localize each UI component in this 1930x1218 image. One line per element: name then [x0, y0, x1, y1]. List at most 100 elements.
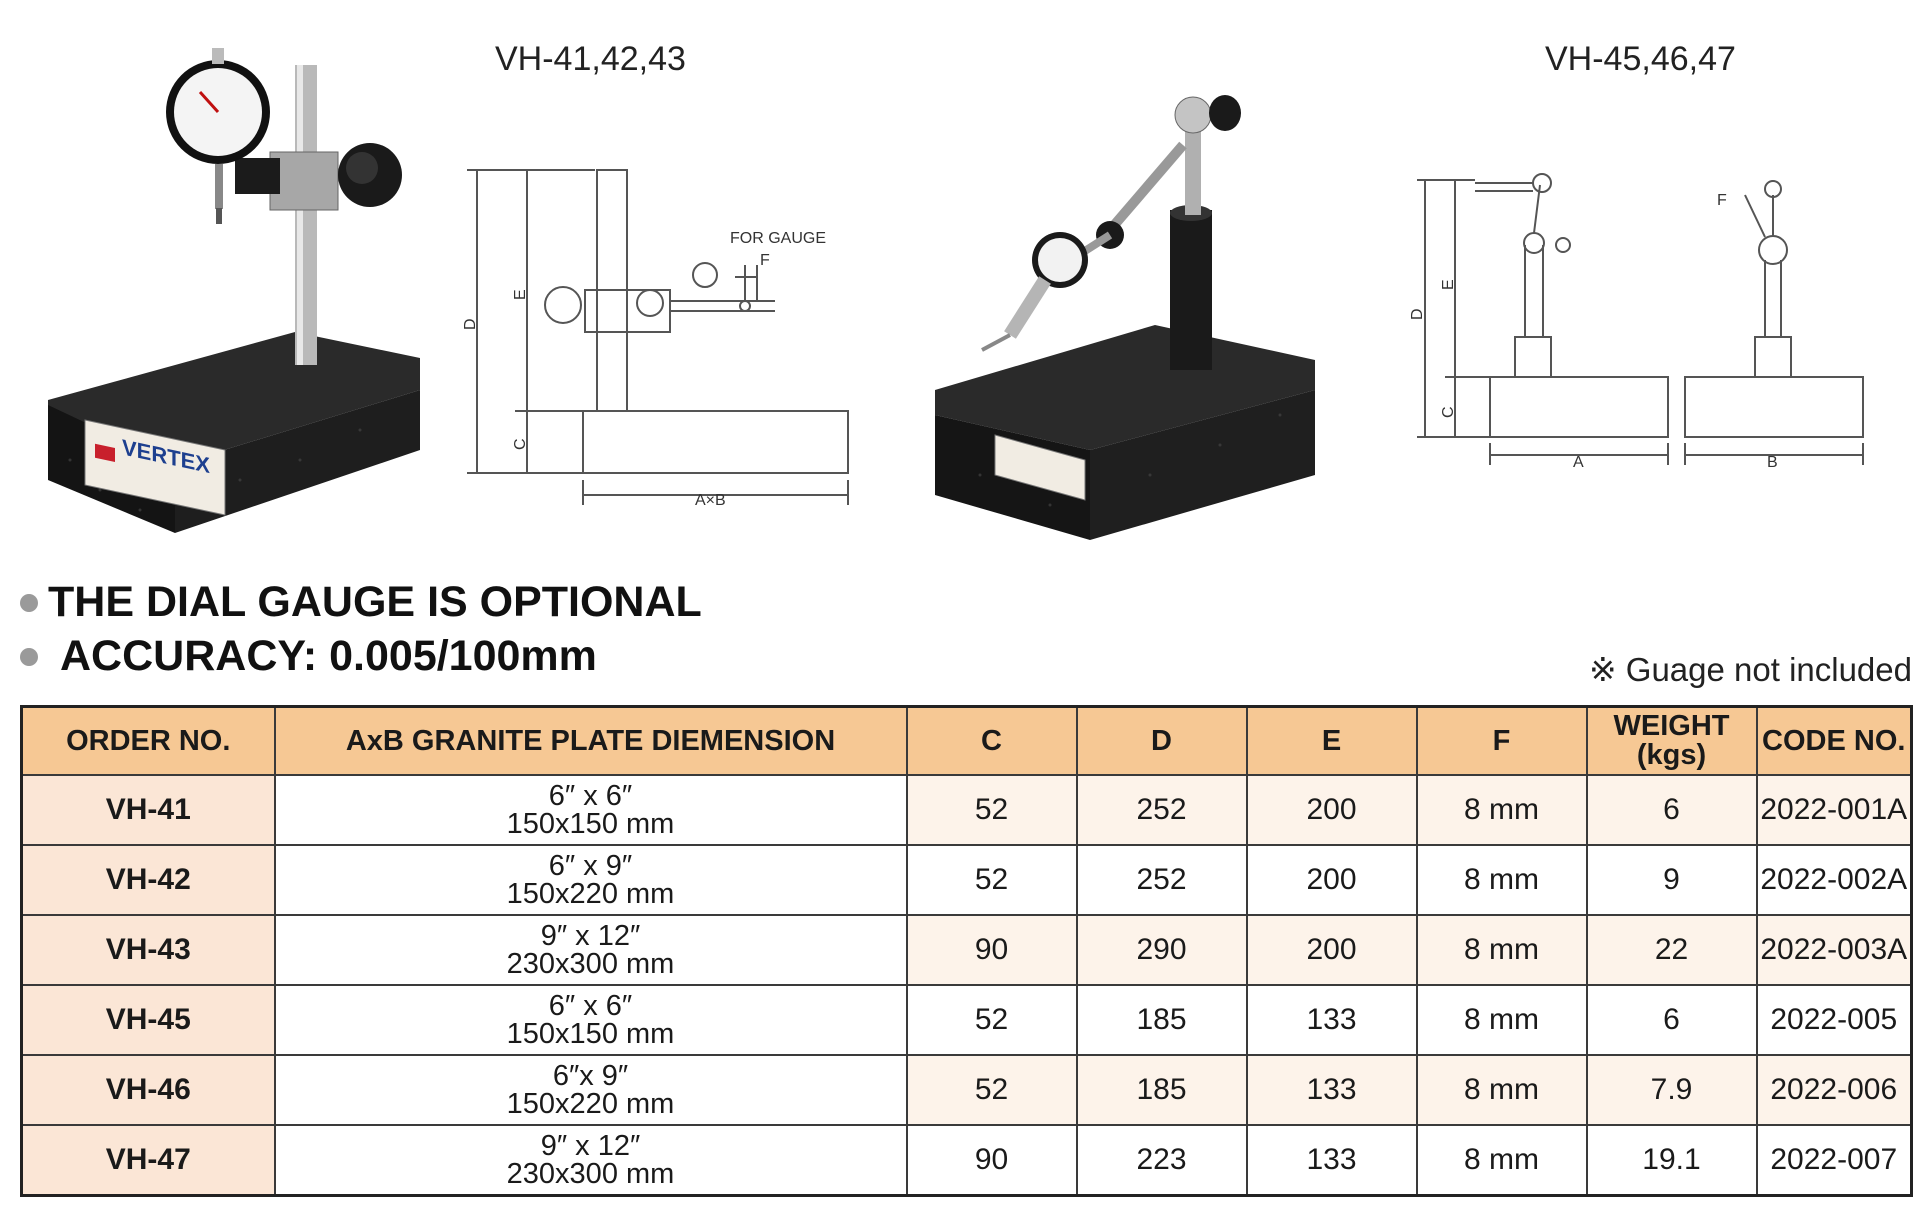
table-row: VH-43 9″ x 12″230x300 mm 90 290 200 8 mm… — [20, 914, 1913, 986]
bullet-dial-gauge: THE DIAL GAUGE IS OPTIONAL — [20, 578, 702, 627]
cell-dimension: 9″ x 12″230x300 mm — [273, 914, 908, 986]
drawing-dim-axb: A×B — [695, 492, 726, 509]
cell-c: 52 — [905, 984, 1078, 1056]
header-c: C — [905, 705, 1078, 776]
cell-code: 2022-003A — [1755, 914, 1913, 986]
cell-e: 200 — [1245, 844, 1418, 916]
product-photo-vh45 — [935, 95, 1315, 540]
drawing2-dim-e: E — [1440, 279, 1457, 290]
cell-order: VH-43 — [20, 914, 276, 986]
cell-weight: 7.9 — [1585, 1054, 1758, 1126]
cell-e: 133 — [1245, 1054, 1418, 1126]
header-f: F — [1415, 705, 1588, 776]
header-weight: WEIGHT (kgs) — [1585, 705, 1758, 776]
model-label-right: VH-45,46,47 — [1545, 40, 1736, 78]
cell-order: VH-41 — [20, 774, 276, 846]
cell-f: 8 mm — [1415, 914, 1588, 986]
cell-f: 8 mm — [1415, 774, 1588, 846]
technical-drawing-vh45: D E C A B F — [1409, 173, 1864, 471]
cell-dim-mm: 230x300 mm — [506, 948, 675, 980]
header-dimension: AxB GRANITE PLATE DIEMENSION — [273, 705, 908, 776]
drawing2-dim-a: A — [1573, 454, 1584, 471]
drawing-base — [582, 410, 849, 474]
bullet-dot-icon — [20, 593, 38, 612]
header-d: D — [1075, 705, 1248, 776]
drawing2-dim-c: C — [1440, 406, 1457, 418]
cell-weight: 6 — [1585, 984, 1758, 1056]
dial-gauge — [166, 48, 270, 224]
product-photo-vh41: VERTEX — [48, 48, 420, 533]
cell-d: 252 — [1075, 844, 1248, 916]
cell-e: 133 — [1245, 1124, 1418, 1197]
cell-f: 8 mm — [1415, 844, 1588, 916]
cell-c: 90 — [905, 914, 1078, 986]
cell-code: 2022-006 — [1755, 1054, 1913, 1126]
cell-d: 223 — [1075, 1124, 1248, 1197]
drawing2-dim-b: B — [1767, 454, 1778, 471]
cell-dim-mm: 150x220 mm — [506, 1088, 675, 1120]
table-header-row: ORDER NO. AxB GRANITE PLATE DIEMENSION C… — [20, 705, 1913, 776]
bullet-dot-icon — [20, 647, 38, 666]
spec-table: ORDER NO. AxB GRANITE PLATE DIEMENSION C… — [20, 705, 1913, 1197]
drawing-dim-c: C — [512, 438, 529, 450]
granite-base-side — [175, 390, 420, 533]
header-weight-unit: (kgs) — [1636, 739, 1707, 771]
cell-e: 133 — [1245, 984, 1418, 1056]
gauge-note: ※ Guage not included — [1588, 651, 1912, 688]
cell-c: 90 — [905, 1124, 1078, 1197]
cell-c: 52 — [905, 1054, 1078, 1126]
bullet-accuracy: ACCURACY: 0.005/100mm — [20, 632, 597, 681]
cell-dimension: 6″ x 9″150x220 mm — [273, 844, 908, 916]
cell-order: VH-45 — [20, 984, 276, 1056]
cell-dimension: 9″ x 12″230x300 mm — [273, 1124, 908, 1197]
cell-dim-inch: 6″ x 9″ — [548, 850, 633, 882]
cell-weight: 22 — [1585, 914, 1758, 986]
cell-d: 290 — [1075, 914, 1248, 986]
header-order: ORDER NO. — [20, 705, 276, 776]
cell-weight: 19.1 — [1585, 1124, 1758, 1197]
granite-base-side — [1090, 390, 1315, 540]
cell-dimension: 6″x 9″150x220 mm — [273, 1054, 908, 1126]
cell-d: 185 — [1075, 984, 1248, 1056]
table-row: VH-47 9″ x 12″230x300 mm 90 223 133 8 mm… — [20, 1124, 1913, 1197]
cell-dim-mm: 150x220 mm — [506, 878, 675, 910]
stand-post — [1170, 210, 1212, 370]
cell-order: VH-42 — [20, 844, 276, 916]
cell-dim-inch: 6″ x 6″ — [548, 780, 633, 812]
cell-dim-mm: 230x300 mm — [506, 1158, 675, 1190]
cell-dim-mm: 150x150 mm — [506, 808, 675, 840]
cell-f: 8 mm — [1415, 984, 1588, 1056]
header-code: CODE NO. — [1755, 705, 1913, 776]
model-label-left: VH-41,42,43 — [495, 40, 686, 78]
cell-dim-inch: 9″ x 12″ — [540, 1130, 641, 1162]
header-weight-label: WEIGHT — [1613, 710, 1730, 742]
table-row: VH-46 6″x 9″150x220 mm 52 185 133 8 mm 7… — [20, 1054, 1913, 1126]
cell-order: VH-46 — [20, 1054, 276, 1126]
cell-weight: 9 — [1585, 844, 1758, 916]
cell-code: 2022-005 — [1755, 984, 1913, 1056]
bullet-dial-text: THE DIAL GAUGE IS OPTIONAL — [48, 578, 702, 626]
drawing-dim-d: D — [462, 318, 479, 330]
cell-f: 8 mm — [1415, 1124, 1588, 1197]
cell-dim-inch: 6″x 9″ — [552, 1060, 629, 1092]
technical-drawing-vh41: FOR GAUGE F D E C A×B — [462, 169, 849, 509]
cell-code: 2022-002A — [1755, 844, 1913, 916]
cell-weight: 6 — [1585, 774, 1758, 846]
cell-d: 252 — [1075, 774, 1248, 846]
vertex-label-plate — [994, 434, 1086, 501]
cell-dimension: 6″ x 6″150x150 mm — [273, 774, 908, 846]
table-row: VH-42 6″ x 9″150x220 mm 52 252 200 8 mm … — [20, 844, 1913, 916]
drawing-dim-e: E — [512, 289, 529, 300]
drawing2-dim-f: F — [1717, 192, 1727, 209]
cell-c: 52 — [905, 844, 1078, 916]
table-row: VH-45 6″ x 6″150x150 mm 52 185 133 8 mm … — [20, 984, 1913, 1056]
table-row: VH-41 6″ x 6″150x150 mm 52 252 200 8 mm … — [20, 774, 1913, 846]
test-indicator — [981, 232, 1088, 352]
cell-c: 52 — [905, 774, 1078, 846]
bullet-accuracy-text: ACCURACY: 0.005/100mm — [60, 632, 597, 680]
cell-dim-mm: 150x150 mm — [506, 1018, 675, 1050]
cell-f: 8 mm — [1415, 1054, 1588, 1126]
drawing-dim-f: F — [760, 252, 770, 269]
cell-e: 200 — [1245, 774, 1418, 846]
cell-order: VH-47 — [20, 1124, 276, 1197]
